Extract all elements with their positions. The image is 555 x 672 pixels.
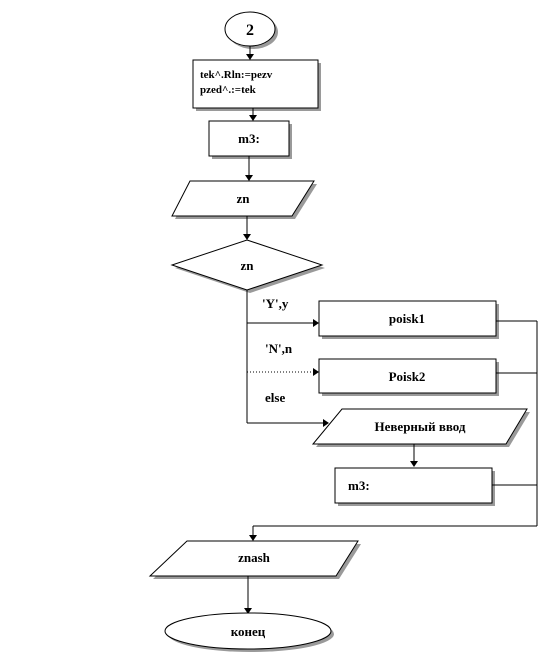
arrowhead bbox=[313, 319, 319, 327]
label-m3-bottom: m3: bbox=[348, 478, 370, 493]
process-poisk2-label: Poisk2 bbox=[389, 369, 426, 384]
connector-2-label: 2 bbox=[246, 22, 254, 39]
process-assignment: tek^.Rln:=pezv pzed^.:=tek bbox=[192, 59, 321, 111]
arrowhead bbox=[246, 54, 254, 60]
label-m3-top-box: m3: bbox=[208, 120, 292, 159]
arrowhead bbox=[249, 115, 257, 121]
output-znash-label: znash bbox=[238, 550, 271, 565]
terminator-end: конец bbox=[164, 612, 334, 652]
decision-zn-label: zn bbox=[241, 258, 255, 273]
input-zn: zn bbox=[171, 180, 317, 219]
assignment-line-1: tek^.Rln:=pezv bbox=[200, 69, 273, 81]
process-poisk1: poisk1 bbox=[318, 300, 499, 339]
arrowhead bbox=[244, 608, 252, 614]
output-error: Неверный ввод bbox=[311, 408, 530, 447]
connector-2: 2 bbox=[224, 11, 278, 49]
arrowhead bbox=[249, 535, 257, 541]
terminator-end-label: конец bbox=[231, 624, 266, 639]
arrowhead bbox=[245, 175, 253, 181]
arrowhead bbox=[313, 368, 319, 376]
arrowhead bbox=[243, 234, 251, 240]
arrowhead bbox=[323, 419, 329, 427]
case-n-label: 'N',n bbox=[265, 341, 293, 356]
label-m3-top: m3: bbox=[238, 131, 260, 146]
process-poisk2: Poisk2 bbox=[318, 358, 499, 396]
decision-zn: zn bbox=[170, 239, 325, 293]
input-zn-label: zn bbox=[237, 191, 251, 206]
case-y-label: 'Y',y bbox=[262, 296, 289, 311]
arrowhead bbox=[410, 461, 418, 467]
assignment-line-2: pzed^.:=tek bbox=[200, 84, 257, 96]
case-else-label: else bbox=[265, 390, 285, 405]
output-znash: znash bbox=[148, 540, 361, 579]
process-poisk1-label: poisk1 bbox=[389, 311, 425, 326]
output-error-label: Неверный ввод bbox=[375, 419, 466, 434]
label-m3-bottom-box: m3: bbox=[334, 467, 495, 506]
